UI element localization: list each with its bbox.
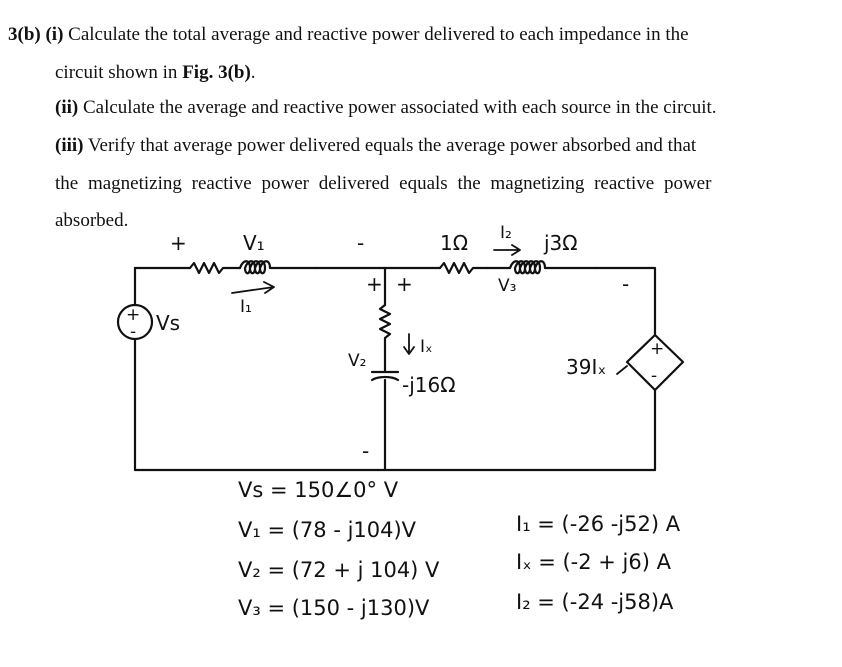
answer-v1: V₁ = (78 - j104)V xyxy=(238,518,417,542)
top-right-wire-b xyxy=(593,266,657,337)
question-part-ii: (ii) Calculate the average and reactive … xyxy=(55,98,717,117)
right-minus-label: - xyxy=(622,272,629,296)
part-i-text-end: . xyxy=(250,62,256,83)
bottom-minus-label: - xyxy=(362,439,369,463)
part-ii-number: (ii) xyxy=(55,97,79,118)
answer-v3: V₃ = (150 - j130)V xyxy=(238,596,430,620)
part-iii-text-2: the magnetizing reactive power delivered… xyxy=(55,173,712,194)
resistor-1-ohm xyxy=(438,261,489,275)
answer-i1: I₁ = (-26 -j52) A xyxy=(516,512,681,536)
capacitor-label: -j16Ω xyxy=(402,373,456,397)
question-label: 3(b) xyxy=(8,24,41,45)
question-part-iii-line2: the magnetizing reactive power delivered… xyxy=(55,174,711,193)
figure-reference: Fig. 3(b) xyxy=(182,62,251,83)
i2-label: I₂ xyxy=(500,223,512,243)
part-i-text: Calculate the total average and reactive… xyxy=(68,24,689,45)
dependent-minus-label: - xyxy=(651,366,657,386)
dependent-plus-label: + xyxy=(650,339,664,359)
dependent-source-label: 39Iₓ xyxy=(566,355,606,379)
v1-label: V₁ xyxy=(243,231,265,255)
inductor-j3-label: j3Ω xyxy=(543,231,578,255)
source-plus-label: + xyxy=(126,305,140,325)
plus-left-label: + xyxy=(170,231,187,255)
resistor-1-ohm-label: 1Ω xyxy=(440,231,468,255)
ix-arrow xyxy=(403,333,415,355)
question-part-i-line1: 3(b) (i) Calculate the total average and… xyxy=(8,25,689,44)
resistor-vertical xyxy=(378,303,392,352)
part-iii-text-3: absorbed. xyxy=(55,210,129,231)
answer-ix: Iₓ = (-2 + j6) A xyxy=(516,550,671,574)
v2-label: V₂ xyxy=(348,351,366,371)
source-minus-label: - xyxy=(130,322,136,342)
answer-v2: V₂ = (72 + j 104) V xyxy=(238,558,440,582)
node-plus-a-label: + xyxy=(366,272,383,296)
part-i-text-2: circuit shown in xyxy=(55,62,183,83)
question-part-i-line2: circuit shown in Fig. 3(b). xyxy=(55,63,256,82)
v1-minus-label: - xyxy=(357,231,364,255)
inductor-1 xyxy=(238,260,317,275)
part-iii-number: (iii) xyxy=(55,135,84,156)
inductor-j3 xyxy=(508,260,597,275)
i2-arrow xyxy=(493,244,521,256)
part-i-number: (i) xyxy=(45,24,64,45)
part-iii-text-1: Verify that average power delivered equa… xyxy=(87,135,697,156)
i1-label: I₁ xyxy=(240,297,252,317)
v3-label: V₃ xyxy=(498,276,516,296)
ix-label: Iₓ xyxy=(420,337,433,357)
answer-i2: I₂ = (-24 -j58)A xyxy=(516,590,674,614)
i1-arrow xyxy=(231,281,275,294)
ix-control-pointer xyxy=(616,365,628,375)
vs-label: Vs xyxy=(156,311,180,335)
capacitor-bottom-plate xyxy=(370,375,400,382)
part-ii-text: Calculate the average and reactive power… xyxy=(82,97,717,118)
node-plus-b-label: + xyxy=(396,272,413,296)
question-part-iii-line1: (iii) Verify that average power delivere… xyxy=(55,136,696,155)
resistor-left xyxy=(188,261,242,275)
question-part-iii-line3: absorbed. xyxy=(55,211,128,230)
answer-vs: Vs = 150∠0° V xyxy=(238,478,399,502)
